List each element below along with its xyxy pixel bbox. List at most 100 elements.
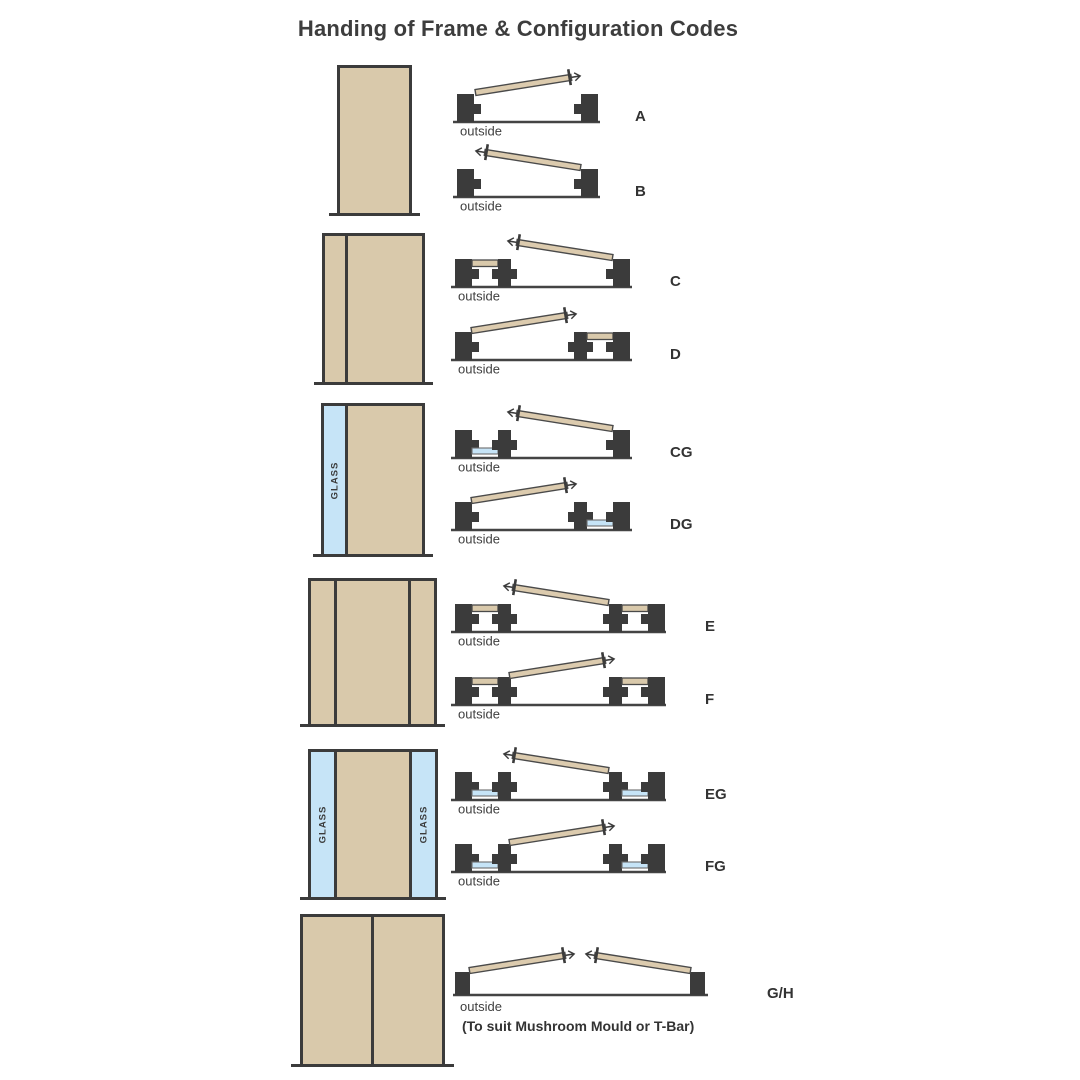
- plan-a: outside A: [452, 68, 646, 140]
- glass-panel: GLASS: [324, 406, 348, 554]
- code-label-gh: G/H: [767, 985, 794, 1002]
- sidelight-panel: [311, 581, 337, 724]
- plan-b: outside B: [452, 143, 646, 215]
- glass-label: GLASS: [317, 805, 329, 844]
- door-leaf-icon: [469, 476, 579, 509]
- door-panel: [348, 236, 422, 382]
- plan-fg: outside FG: [450, 818, 726, 890]
- left-jamb-icon: [457, 169, 481, 197]
- plan-d: outside D: [450, 306, 681, 378]
- door-panel: [374, 917, 442, 1064]
- left-jamb-icon: [455, 502, 479, 530]
- fixed-panel-icon: [471, 677, 499, 686]
- door-leaf-icon: [473, 143, 583, 176]
- code-label-a: A: [635, 108, 646, 125]
- right-jamb-icon: [574, 94, 598, 122]
- code-label-e: E: [705, 618, 716, 635]
- outside-label: outside: [460, 199, 502, 214]
- door-leaf-icon: [469, 306, 579, 339]
- door-leaf-icon: [501, 746, 611, 779]
- floor-line: [291, 1064, 454, 1067]
- door-leaf-icon: [505, 233, 615, 266]
- plan-c: outside C: [450, 233, 681, 305]
- floor-line: [314, 382, 433, 385]
- right-jamb-icon: [606, 430, 630, 458]
- door-swing-diagram-b: outside: [453, 143, 600, 214]
- door-swing-diagram-dg: outside: [451, 476, 632, 547]
- door-swing-diagram-f: outside: [451, 651, 666, 722]
- door-leaf-icon: [583, 944, 693, 979]
- floor-line: [313, 554, 433, 557]
- elevation-single-door: [337, 65, 412, 216]
- fixed-panel-icon: [471, 259, 499, 268]
- left-jamb-icon: [455, 972, 470, 995]
- glass-panel: GLASS: [409, 752, 435, 897]
- door-swing-diagram-cg: outside: [451, 404, 632, 475]
- plan-cg: outside CG: [450, 404, 693, 476]
- outside-label: outside: [458, 289, 500, 304]
- door-swing-diagram-c: outside: [451, 233, 632, 304]
- door-panel: [348, 406, 422, 554]
- outside-label: outside: [458, 362, 500, 377]
- right-jamb-icon: [574, 169, 598, 197]
- glass-label: GLASS: [418, 805, 430, 844]
- code-label-f: F: [705, 691, 715, 708]
- fixed-panel-icon: [471, 604, 499, 613]
- door-leaf-icon: [507, 818, 617, 851]
- fixed-panel-icon: [621, 604, 649, 613]
- right-jamb-icon: [606, 259, 630, 287]
- plan-f: outside F: [450, 651, 714, 723]
- door-leaf-icon: [473, 68, 583, 101]
- code-label-fg: FG: [705, 858, 726, 875]
- code-label-cg: CG: [670, 444, 693, 461]
- sidelight-panel: [325, 236, 348, 382]
- outside-label: outside: [458, 532, 500, 547]
- outside-label: outside: [460, 124, 502, 139]
- mushroom-mould-note: (To suit Mushroom Mould or T-Bar): [462, 1018, 695, 1034]
- elevation-door-sidelight: [322, 233, 425, 385]
- door-swing-diagram-e: outside: [451, 578, 666, 649]
- door-leaf-icon: [467, 944, 577, 979]
- door-swing-diagram-a: outside: [453, 68, 600, 139]
- glass-panel: GLASS: [311, 752, 337, 897]
- door-swing-diagram-fg: outside: [451, 818, 666, 889]
- left-jamb-icon: [457, 94, 481, 122]
- right-jamb-icon: [690, 972, 705, 995]
- sidelight-panel: [408, 581, 434, 724]
- plan-dg: outside DG: [450, 476, 693, 548]
- outside-label: outside: [458, 707, 500, 722]
- page-title: Handing of Frame & Configuration Codes: [297, 16, 739, 41]
- door-panel: [303, 917, 374, 1064]
- door-panel: [337, 752, 409, 897]
- code-label-d: D: [670, 346, 681, 363]
- outside-label: outside: [458, 874, 500, 889]
- outside-label: outside: [458, 460, 500, 475]
- elevation-door-two-glass-sidelights: GLASS GLASS: [308, 749, 438, 900]
- plan-e: outside E: [450, 578, 715, 650]
- plan-gh: outside G/H: [452, 939, 794, 1017]
- door-panel: [337, 581, 408, 724]
- fixed-panel-icon: [586, 332, 614, 341]
- door-panel: [340, 68, 409, 213]
- floor-line: [300, 897, 446, 900]
- door-leaf-icon: [505, 404, 615, 437]
- plan-eg: outside EG: [450, 746, 727, 818]
- door-swing-diagram-gh: outside: [453, 944, 708, 1014]
- elevation-door-glass-sidelight: GLASS: [321, 403, 425, 557]
- door-leaf-icon: [507, 651, 617, 684]
- elevation-double-door: [300, 914, 445, 1067]
- floor-line: [300, 724, 445, 727]
- outside-label: outside: [458, 634, 500, 649]
- door-leaf-icon: [501, 578, 611, 611]
- outside-label: outside: [460, 999, 502, 1014]
- code-label-b: B: [635, 183, 646, 200]
- door-swing-diagram-eg: outside: [451, 746, 666, 817]
- code-label-c: C: [670, 273, 681, 290]
- glass-label: GLASS: [329, 461, 341, 499]
- code-label-dg: DG: [670, 516, 693, 533]
- elevation-door-two-sidelights: [308, 578, 437, 727]
- fixed-panel-icon: [621, 677, 649, 686]
- door-swing-diagram-d: outside: [451, 306, 632, 377]
- outside-label: outside: [458, 802, 500, 817]
